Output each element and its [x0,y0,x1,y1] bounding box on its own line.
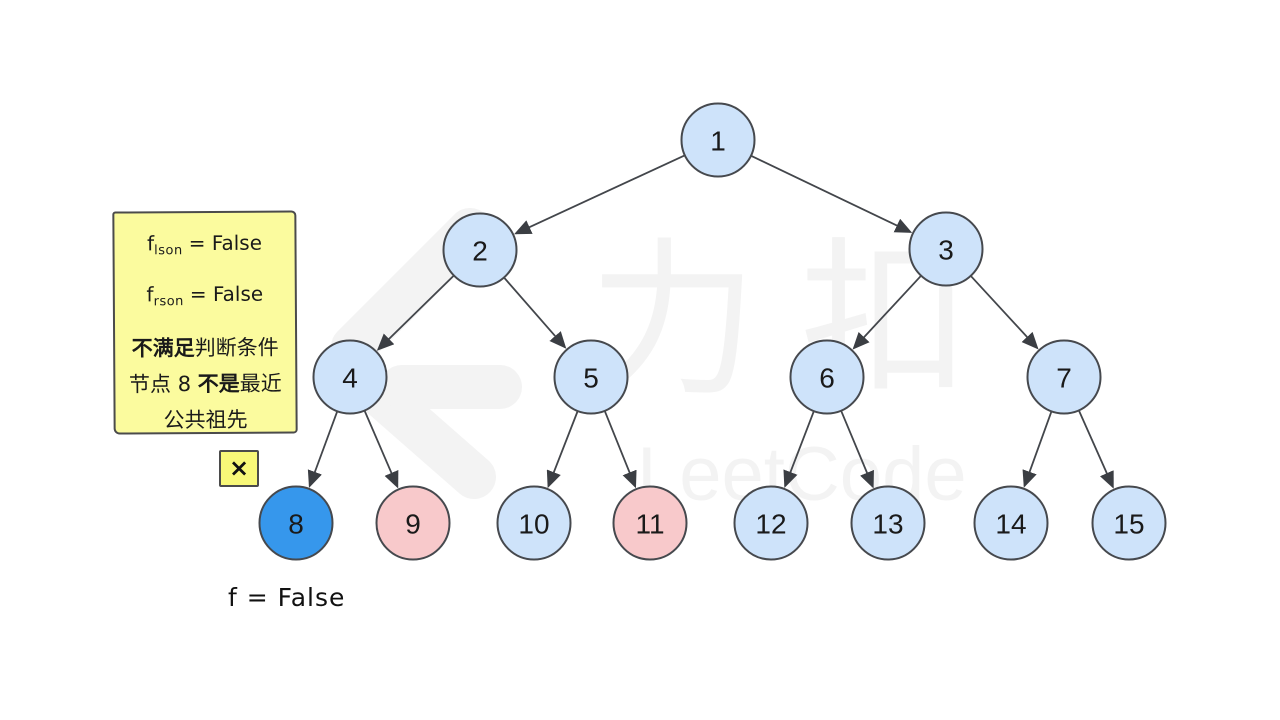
tree-node-5: 5 [553,339,629,415]
node-label-8: 8 [288,509,304,540]
edge-4-8 [307,410,339,488]
watermark-cn-text: 力扣 [588,227,1012,417]
note-line-5: 公共祖先 [163,407,248,433]
node-label-2: 2 [472,236,488,267]
edge-3-7 [970,275,1039,350]
node-label-10: 10 [518,509,549,540]
tree-node-3: 3 [908,211,984,287]
node-circle-7 [1026,339,1102,415]
edge-7-14 [1022,410,1053,488]
node-circle-13 [850,485,926,561]
tree-node-15: 15 [1091,485,1167,561]
edge-1-2 [514,154,686,235]
tree-node-1: 1 [680,102,756,178]
tree-node-10: 10 [496,485,572,561]
annotation-note-lines: flson= False frson= False 不满足判断条件节点 8 不是最近… [114,212,295,438]
node-label-15: 15 [1113,509,1144,540]
node-circle-14 [973,485,1049,561]
edge-2-4 [376,274,455,351]
node-circle-9 [375,485,451,561]
edge-6-13 [840,410,874,489]
node-circle-15 [1091,485,1167,561]
node-label-11: 11 [635,509,664,540]
edge-4-9 [363,410,399,489]
node-circle-11 [612,485,688,561]
tree-node-8: 8 [258,485,334,561]
node-circle-8 [258,485,334,561]
tree-node-6: 6 [789,339,865,415]
tree-node-14: 14 [973,485,1049,561]
note-line-2: frson= False [146,281,264,310]
note-line-3: 不满足判断条件 [131,335,279,361]
edge-1-3 [750,154,913,233]
tree-node-4: 4 [312,339,388,415]
node-label-3: 3 [938,235,954,266]
node-circle-4 [312,339,388,415]
node-circle-3 [908,211,984,287]
node-circle-2 [442,212,518,288]
tree-node-12: 12 [733,485,809,561]
tree-node-11: 11 [612,485,688,561]
annotation-note: flson= False frson= False 不满足判断条件节点 8 不是最近… [112,210,298,435]
node-circle-6 [789,339,865,415]
node-label-9: 9 [405,509,421,540]
node-label-13: 13 [872,509,903,540]
note-line-1: flson= False [146,230,263,259]
node-label-14: 14 [995,509,1026,540]
edge-6-12 [783,410,815,488]
node-circle-1 [680,102,756,178]
edge-3-6 [852,275,922,350]
node-label-1: 1 [710,126,726,157]
tree-node-2: 2 [442,212,518,288]
tree-node-7: 7 [1026,339,1102,415]
node-label-5: 5 [583,363,599,394]
node-circle-5 [553,339,629,415]
tree-node-9: 9 [375,485,451,561]
edge-5-11 [603,410,637,489]
note-line-4: 节点 8 不是最近 [128,371,282,397]
false-marker-box: × [219,450,259,487]
tree-node-13: 13 [850,485,926,561]
node-circle-10 [496,485,572,561]
edge-2-5 [503,276,567,349]
node-label-4: 4 [342,363,358,394]
edge-7-15 [1077,409,1114,489]
node-circle-12 [733,485,809,561]
tree-edges [307,154,1114,489]
node-label-6: 6 [819,363,835,394]
node-label-7: 7 [1056,363,1072,394]
edge-5-10 [546,410,579,489]
node-label-12: 12 [755,509,786,540]
result-label: f = False [228,583,346,612]
watermark: 力扣 LeetCode [331,208,1012,517]
